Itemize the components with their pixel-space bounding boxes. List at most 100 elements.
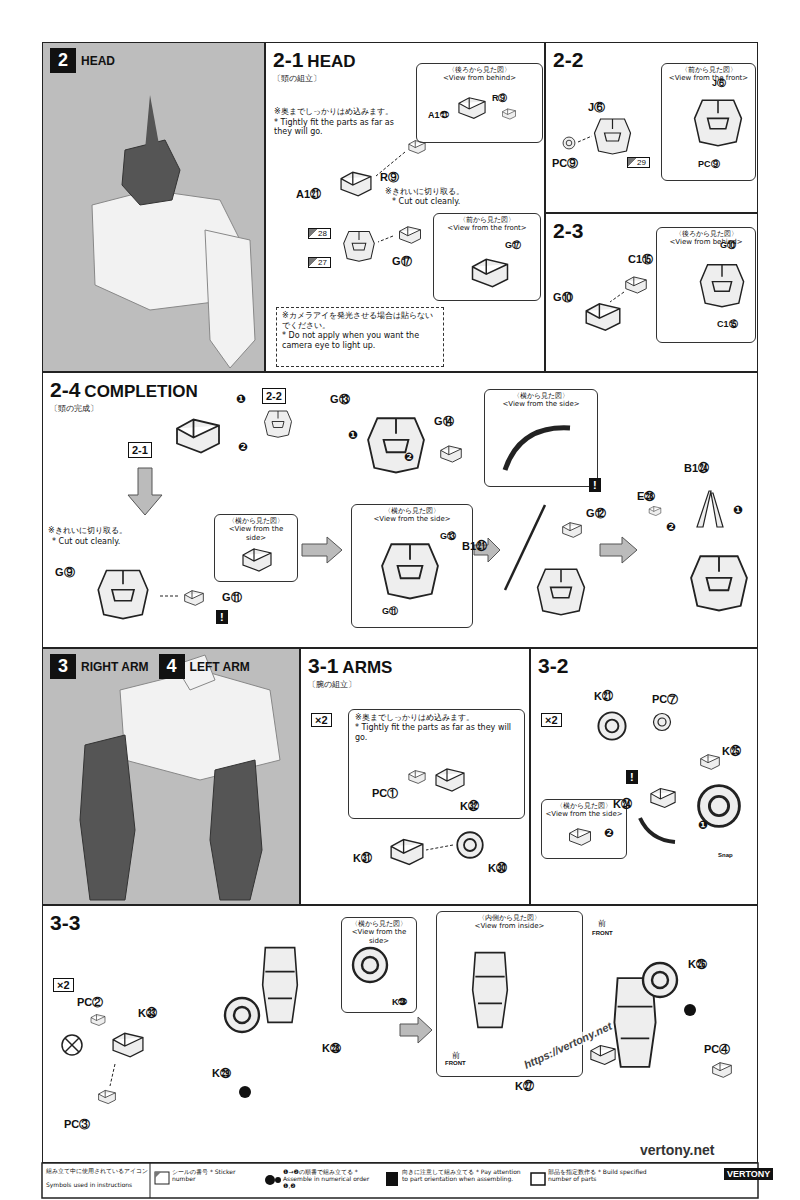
step-panel: 2HEAD	[42, 42, 265, 372]
view-caption: <View from the side>	[355, 515, 469, 523]
part-callout: K㉜	[460, 800, 479, 812]
sequence-number: ❷	[404, 450, 414, 464]
part-callout: PC②	[77, 995, 103, 1010]
orientation-mark: !	[589, 478, 601, 492]
view-callout-box: 〈前から見た図〉<View from the front>	[433, 213, 541, 301]
step-subtitle: 〔頭の完成〕	[50, 403, 750, 414]
quantity-mark: ×2	[311, 713, 332, 727]
view-caption: <View from the side>	[345, 928, 413, 945]
legend-heading: Symbols used in instructions	[46, 1181, 148, 1188]
view-caption: <View from behind>	[660, 238, 752, 246]
note-text: * Tightly fit the parts as far as they w…	[274, 118, 414, 136]
step-number: 2-2	[553, 48, 583, 71]
part-callout: R⑨	[380, 170, 399, 185]
part-callout: K㉔	[613, 798, 632, 810]
note-box: ※カメラアイを発光させる場合は貼らないでください。* Do not apply …	[276, 307, 444, 367]
legend-text: 部品を指定数作る * Build specified number of par…	[548, 1168, 658, 1182]
part-callout: B1㉑	[462, 540, 487, 552]
part-callout: G⑩	[720, 239, 736, 252]
note-text: * Do not apply when you want the camera …	[282, 331, 438, 351]
view-caption: <View from the front>	[665, 74, 752, 82]
part-callout: PC④	[704, 1042, 730, 1057]
step-subtitle: 〔腕の組立〕	[308, 679, 522, 690]
step-title: LEFT ARM	[190, 660, 250, 674]
view-caption: <View from the side>	[218, 525, 294, 542]
watermark: vertony.net	[640, 1142, 714, 1158]
part-callout: K㉚	[488, 862, 507, 874]
legend-heading: 組み立て中に使用されているアイコン	[46, 1167, 148, 1176]
quantity-mark: ×2	[541, 713, 562, 727]
part-callout: G⑫	[586, 506, 606, 521]
view-caption: <View from the front>	[437, 224, 537, 232]
step-panel: 3RIGHT ARM4LEFT ARM	[42, 648, 300, 905]
orientation-mark: !	[626, 770, 638, 784]
part-callout: E㉘	[637, 490, 655, 502]
view-callout-box: 〈横から見た図〉<View from the side>	[351, 504, 473, 628]
note-box: ※奥までしっかりはめ込みます。* Tightly fit the parts a…	[348, 709, 525, 819]
step-title: ARMS	[342, 658, 392, 677]
part-callout: PC①	[372, 786, 398, 801]
part-callout: K㉕	[722, 745, 741, 757]
view-caption: 〈前から見た図〉	[665, 66, 752, 74]
step-panel: 2-3 〈後ろから見た図〉<View from behind>	[545, 213, 758, 372]
step-number: 4	[159, 654, 185, 679]
note-text: ※奥までしっかりはめ込みます。	[355, 713, 518, 723]
part-callout: G⑩	[553, 290, 573, 305]
step-panel: 2-2 〈前から見た図〉<View from the front>	[545, 42, 758, 213]
part-callout: B1㉔	[684, 462, 709, 474]
step-reference: 2-1	[128, 442, 152, 458]
part-callout: G⑰	[392, 254, 412, 269]
view-callout-box: 〈後ろから見た図〉<View from behind>	[416, 63, 543, 143]
step-number: 2-1	[273, 48, 303, 71]
step-number: 3	[50, 654, 76, 679]
view-caption: 〈横から見た図〉	[355, 507, 469, 515]
view-caption: 〈横から見た図〉	[545, 802, 623, 810]
part-callout: G⑪	[382, 605, 398, 618]
part-callout: PC③	[64, 1117, 90, 1132]
step-number: 2	[50, 48, 76, 73]
view-caption: 〈内側から見た図〉	[440, 914, 579, 922]
view-caption: 〈横から見た図〉	[218, 517, 294, 525]
step-title: HEAD	[307, 52, 355, 71]
sticker-number: 28	[308, 228, 331, 239]
part-callout: A1㉑	[428, 110, 449, 120]
part-callout: K㉑	[594, 690, 613, 702]
sequence-number: ❶	[698, 818, 708, 832]
note-text: FRONT	[592, 930, 613, 936]
sequence-number: ❷	[238, 440, 248, 454]
sequence-number: ❶	[348, 428, 358, 442]
view-caption: <View from behind>	[420, 74, 539, 82]
part-callout: G⑭	[434, 414, 454, 429]
view-caption: 〈前から見た図〉	[437, 216, 537, 224]
note-text: Snap	[718, 852, 733, 858]
part-callout: C1⑮	[628, 252, 653, 267]
step-title: COMPLETION	[84, 382, 197, 401]
part-callout: K㉘	[322, 1042, 341, 1054]
sequence-number: ❶	[236, 392, 246, 406]
sticker-number: 29	[627, 157, 650, 168]
note-text: 前	[598, 918, 606, 929]
part-callout: R⑨	[492, 92, 508, 105]
note-text: * Cut out cleanly.	[52, 537, 120, 546]
part-callout: PC⑨	[552, 156, 578, 171]
step-number: 3-1	[308, 654, 338, 677]
note-text: ※カメラアイを発光させる場合は貼らないでください。	[282, 311, 438, 331]
part-callout: A1㉑	[296, 188, 321, 200]
view-callout-box: 〈後ろから見た図〉<View from behind>	[656, 227, 756, 343]
step-number: 3-2	[538, 654, 568, 677]
view-callout-box: 〈横から見た図〉<View from the side>	[214, 514, 298, 582]
view-caption: 〈後ろから見た図〉	[420, 66, 539, 74]
part-callout: G⑨	[55, 565, 75, 580]
sticker-number: 27	[308, 257, 331, 268]
note-text: ※奥までしっかりはめ込みます。	[274, 106, 424, 117]
part-callout: PC⑨	[698, 158, 720, 171]
view-caption: <View from the side>	[545, 810, 623, 818]
logo-text: VERTONY	[724, 1168, 773, 1180]
legend-text: 向きに注意して組み立てる * Pay attention to part ori…	[402, 1168, 524, 1182]
view-caption: <View from inside>	[440, 922, 579, 930]
step-panel: 3-3〈横から見た図〉<View from the side>〈内側から見た図〉…	[42, 905, 758, 1163]
view-caption: 〈横から見た図〉	[488, 392, 594, 400]
note-text: ※きれいに切り取る。	[385, 186, 464, 197]
step-number: 2-3	[553, 219, 583, 242]
